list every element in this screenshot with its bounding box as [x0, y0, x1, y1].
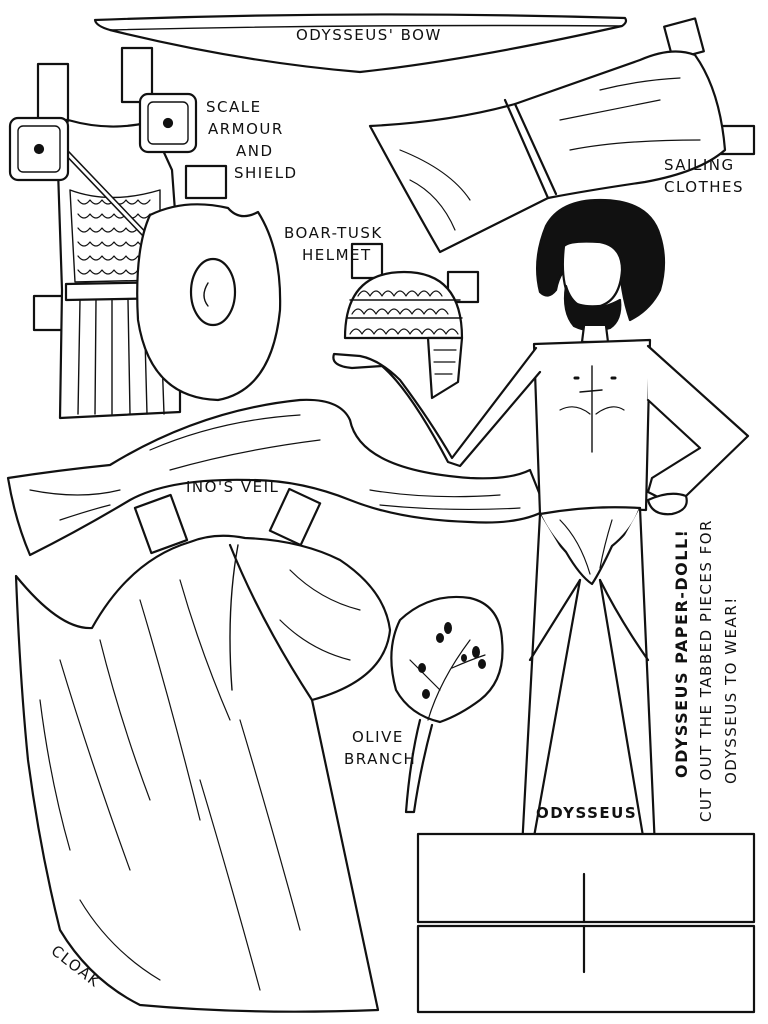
- inos-veil-piece[interactable]: [6, 398, 548, 557]
- title-heading: ODYSSEUS PAPER-DOLL!: [672, 528, 691, 778]
- title-instruction-line1: CUT OUT THE TABBED PIECES FOR: [697, 519, 715, 822]
- title-instruction-line2: ODYSSEUS TO WEAR!: [722, 596, 740, 784]
- olive-branch-label: OLIVE BRANCH: [344, 726, 416, 770]
- veil-label: INO'S VEIL: [186, 478, 280, 496]
- bow-label: ODYSSEUS' BOW: [296, 26, 442, 44]
- sailing-clothes-piece[interactable]: [368, 17, 756, 254]
- bow-piece[interactable]: [93, 13, 628, 74]
- helmet-label-line2: HELMET: [302, 246, 372, 264]
- armour-label-line4: SHIELD: [234, 164, 298, 182]
- sailing-clothes-label: SAILING CLOTHES: [664, 154, 744, 198]
- armour-label: SCALE ARMOUR AND SHIELD: [206, 96, 298, 184]
- helmet-piece[interactable]: [343, 242, 480, 400]
- helmet-label: BOAR-TUSK HELMET: [284, 222, 383, 266]
- olive-label-line2: BRANCH: [344, 750, 417, 768]
- odysseus-label: ODYSSEUS: [536, 804, 638, 822]
- sailing-label-line2: CLOTHES: [664, 178, 745, 196]
- olive-branch-piece[interactable]: [390, 595, 504, 814]
- olive-label-line1: OLIVE: [352, 728, 404, 746]
- sailing-label-line1: SAILING: [664, 156, 735, 174]
- armour-shield-piece[interactable]: [8, 46, 282, 420]
- cloak-piece[interactable]: [14, 487, 392, 1013]
- armour-label-line2: ARMOUR: [208, 120, 284, 138]
- armour-label-line1: SCALE: [206, 98, 262, 116]
- doll-stand[interactable]: [416, 832, 756, 1014]
- odysseus-figure: [332, 198, 750, 862]
- armour-label-line3: AND: [236, 142, 274, 160]
- helmet-label-line1: BOAR-TUSK: [284, 224, 383, 242]
